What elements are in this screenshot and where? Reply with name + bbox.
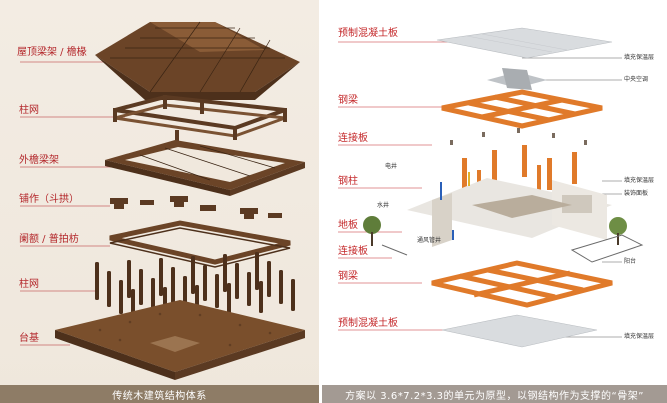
architrave-graphic xyxy=(109,220,291,268)
roof-frame-graphic xyxy=(95,21,300,100)
label-outer-eave: 外檐梁架 xyxy=(19,155,59,166)
label-column-grid: 柱网 xyxy=(19,279,39,290)
timber-column xyxy=(203,265,207,301)
timber-column xyxy=(227,283,231,315)
label-floor-slab: 地板 xyxy=(338,220,358,231)
label-central-ac: 中央空调 xyxy=(624,76,649,83)
steel-exploded-diagram xyxy=(338,27,644,348)
timber-column xyxy=(291,279,295,311)
label-vent-shaft: 通风管井 xyxy=(417,237,442,244)
label-connect-bottom: 连接板 xyxy=(338,246,368,257)
label-architrave: 阑额 / 普拍枋 xyxy=(19,234,79,245)
left-caption: 传统木建筑结构体系 xyxy=(0,385,319,403)
label-steel-column: 钢柱 xyxy=(338,176,358,187)
timber-column xyxy=(107,271,111,307)
bracket-graphic xyxy=(110,196,282,219)
label-fill-mid: 填充保温层 xyxy=(624,177,655,184)
label-column-grid-top: 柱网 xyxy=(19,105,39,116)
label-base: 台基 xyxy=(19,333,39,344)
label-roof-frame: 屋顶梁架 / 檐椽 xyxy=(17,47,87,58)
interior-module-graphic xyxy=(363,172,644,263)
label-steel-beam-bottom: 钢梁 xyxy=(338,271,358,282)
right-caption: 方案以 3.6*7.2*3.3的单元为原型，以钢结构作为支撑的“骨架” xyxy=(322,385,667,403)
timber-column xyxy=(215,274,219,308)
label-fill-bottom: 填充保温层 xyxy=(624,333,655,340)
timber-column xyxy=(247,272,251,306)
timber-column xyxy=(171,267,175,303)
timber-exploded-diagram xyxy=(20,21,305,380)
label-elec-well: 电井 xyxy=(385,163,398,170)
central-ac-graphic xyxy=(487,68,547,90)
timber-column xyxy=(139,269,143,305)
columns-graphic xyxy=(95,252,295,321)
top-steel-beam-graphic xyxy=(441,89,603,129)
steel-structure-panel: 预制混凝土板 填充保温层 中央空调 钢梁 连接板 电井 钢柱 填充保温层 装饰面… xyxy=(322,0,667,403)
label-fill-top: 填充保温层 xyxy=(624,54,655,61)
timber-column xyxy=(223,254,227,292)
upper-frame-graphic xyxy=(113,94,287,142)
label-balcony: 阳台 xyxy=(624,258,637,265)
bottom-steel-beam-graphic xyxy=(431,260,613,308)
timber-column xyxy=(95,262,99,300)
label-decor-panel: 装饰面板 xyxy=(624,190,649,197)
timber-column xyxy=(255,252,259,290)
label-precast-bottom: 预制混凝土板 xyxy=(338,318,398,329)
base-platform-graphic xyxy=(55,300,305,380)
traditional-timber-panel: 屋顶梁架 / 檐椽 柱网 外檐梁架 铺作（斗拱） 阑额 / 普拍枋 柱网 台基 … xyxy=(0,0,319,403)
bottom-slab-graphic xyxy=(441,314,598,348)
label-bracket: 铺作（斗拱） xyxy=(19,194,79,205)
timber-column xyxy=(151,278,155,312)
connect-plate-graphic xyxy=(450,128,587,155)
top-slab-graphic xyxy=(436,27,613,59)
timber-column xyxy=(267,261,271,297)
label-precast-top: 预制混凝土板 xyxy=(338,28,398,39)
timber-column xyxy=(159,258,163,296)
timber-column xyxy=(279,270,283,304)
timber-column xyxy=(119,280,123,314)
timber-column xyxy=(191,256,195,294)
label-connect-top: 连接板 xyxy=(338,133,368,144)
timber-column xyxy=(259,281,263,313)
right-leader-lines-left xyxy=(338,41,462,331)
label-steel-beam-top: 钢梁 xyxy=(338,95,358,106)
timber-column xyxy=(235,263,239,299)
outer-eave-graphic xyxy=(105,140,305,196)
label-water-well: 水井 xyxy=(377,202,390,209)
timber-column xyxy=(127,260,131,298)
